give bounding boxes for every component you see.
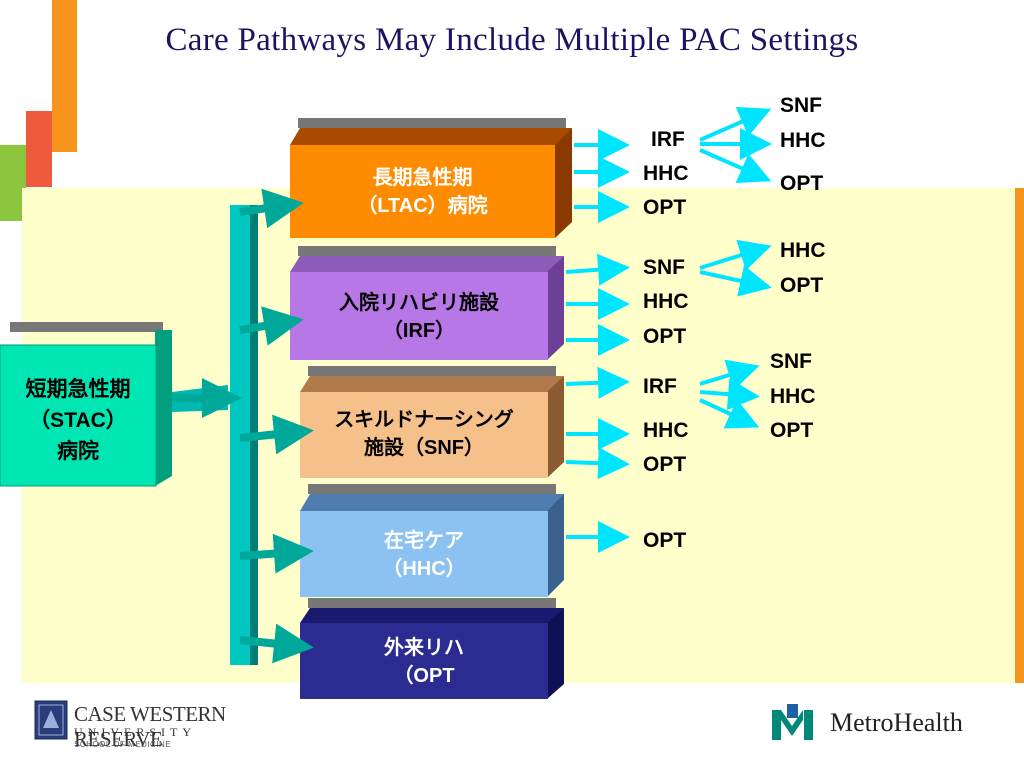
irf-label: 入院リハビリ施設 （IRF） bbox=[290, 289, 548, 345]
irf-snf-hhc: HHC bbox=[780, 239, 826, 262]
page-title: Care Pathways May Include Multiple PAC S… bbox=[165, 22, 859, 58]
cwru-name: CASE WESTERN RESERVE bbox=[74, 702, 226, 751]
third-step-arrows bbox=[699, 106, 772, 429]
snf-irf-opt: OPT bbox=[770, 419, 814, 442]
irf-box bbox=[290, 246, 564, 360]
ltac-next-irf: IRF bbox=[651, 128, 685, 151]
decor-right-orange-bar bbox=[1015, 188, 1024, 683]
ltac-next-hhc: HHC bbox=[643, 162, 689, 185]
opt-box bbox=[300, 598, 564, 699]
snf-label: スキルドナーシング 施設（SNF） bbox=[300, 406, 548, 462]
metrohealth-mark-icon bbox=[772, 704, 813, 740]
hhc-box bbox=[300, 484, 564, 597]
snf-irf-snf: SNF bbox=[770, 350, 812, 373]
snf-next-hhc: HHC bbox=[643, 419, 689, 442]
opt-label: 外来リハ （OPT bbox=[300, 634, 548, 690]
ltac-irf-hhc: HHC bbox=[780, 129, 826, 152]
ltac-label: 長期急性期 （LTAC）病院 bbox=[290, 164, 555, 220]
stac-label: 短期急性期 （STAC） 病院 bbox=[0, 374, 156, 467]
decor-green-block bbox=[0, 145, 26, 221]
opt-line1: 外来リハ bbox=[384, 637, 464, 659]
cwru-logo: CASE WESTERN RESERVE UNIVERSITY SCHOOL O… bbox=[34, 700, 294, 755]
ltac-line1: 長期急性期 bbox=[372, 167, 473, 189]
snf-line1: スキルドナーシング bbox=[334, 409, 514, 431]
ltac-box bbox=[290, 118, 572, 238]
opt-line2: （OPT bbox=[393, 665, 455, 687]
hhc-line2: （HHC） bbox=[382, 558, 466, 580]
stac-line1: 短期急性期 bbox=[25, 378, 131, 401]
snf-next-opt: OPT bbox=[643, 453, 687, 476]
hhc-next-opt: OPT bbox=[643, 529, 687, 552]
stac-box bbox=[0, 322, 172, 487]
irf-next-hhc: HHC bbox=[643, 290, 689, 313]
snf-irf-hhc: HHC bbox=[770, 385, 816, 408]
irf-line2: （IRF） bbox=[382, 320, 456, 342]
metrohealth-logo: MetroHealth bbox=[770, 700, 1000, 750]
ltac-irf-snf: SNF bbox=[780, 94, 822, 117]
irf-snf-opt: OPT bbox=[780, 274, 824, 297]
snf-line2: 施設（SNF） bbox=[364, 437, 484, 459]
ltac-line2: （LTAC）病院 bbox=[357, 195, 488, 217]
snf-next-irf: IRF bbox=[643, 375, 677, 398]
next-step-arrows bbox=[565, 129, 630, 553]
cwru-school: SCHOOL OF MEDICINE bbox=[74, 740, 172, 749]
decor-red-block bbox=[26, 111, 52, 187]
cwru-university: UNIVERSITY bbox=[74, 725, 196, 739]
irf-next-snf: SNF bbox=[643, 256, 685, 279]
stac-line3: 病院 bbox=[57, 440, 99, 463]
hhc-line1: 在宅ケア bbox=[384, 530, 464, 552]
metrohealth-name: MetroHealth bbox=[830, 708, 963, 737]
teal-branches bbox=[172, 188, 314, 664]
hhc-label: 在宅ケア （HHC） bbox=[300, 527, 548, 583]
irf-next-opt: OPT bbox=[643, 325, 687, 348]
snf-box bbox=[300, 366, 564, 478]
irf-line1: 入院リハビリ施設 bbox=[339, 292, 499, 314]
ltac-next-opt: OPT bbox=[643, 196, 687, 219]
ltac-irf-opt: OPT bbox=[780, 172, 824, 195]
cwru-seal-icon bbox=[34, 700, 68, 740]
stac-line2: （STAC） bbox=[29, 409, 127, 432]
decor-orange-bar bbox=[52, 0, 77, 152]
